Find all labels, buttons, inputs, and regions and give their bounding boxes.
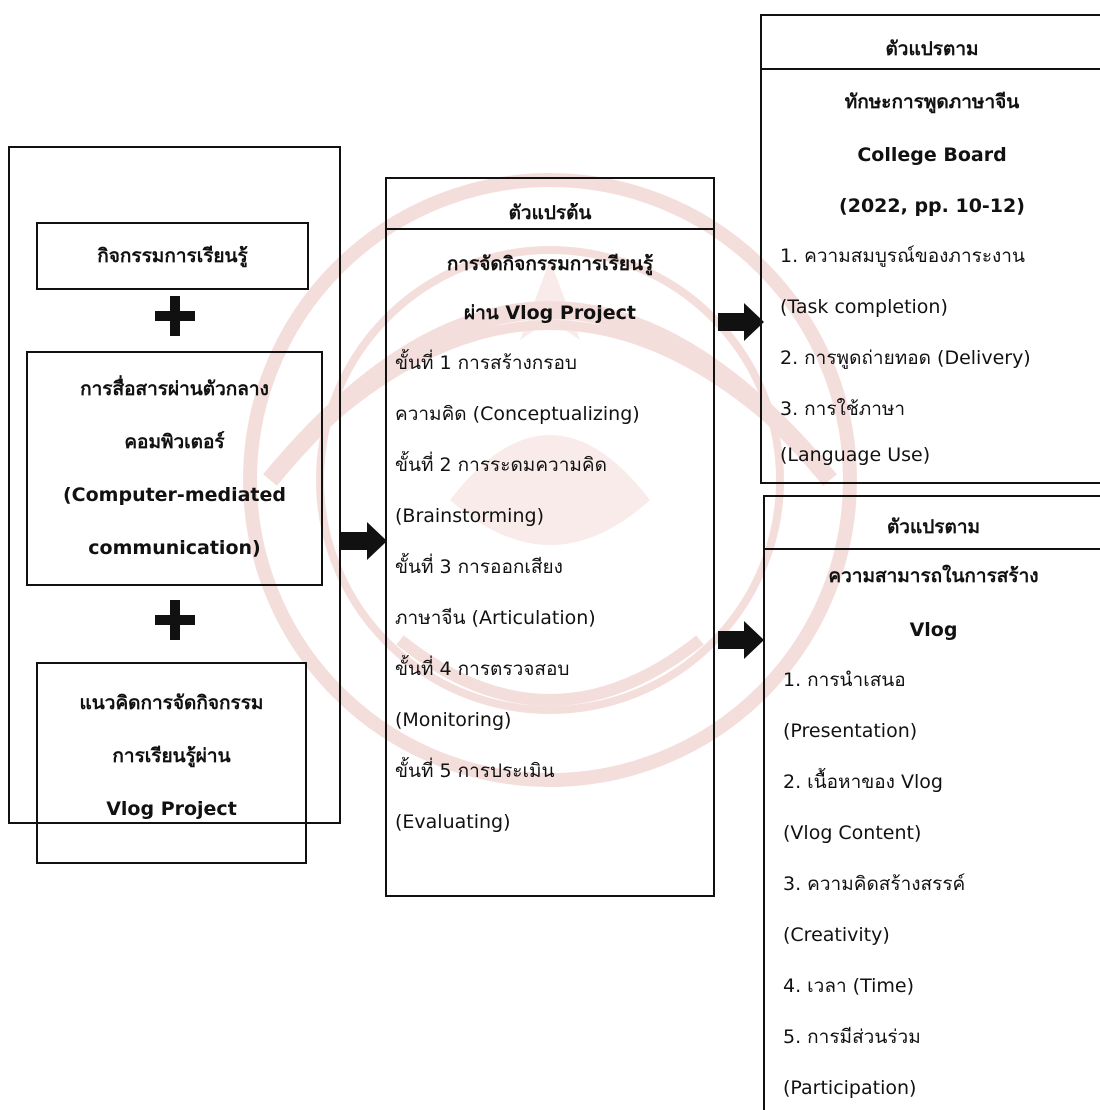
learning-step: ขั้นที่ 5 การประเมิน bbox=[395, 760, 555, 782]
independent-variable-box: ตัวแปรต้น การจัดกิจกรรมการเรียนรู้ ผ่าน … bbox=[385, 177, 715, 897]
learning-step: (Monitoring) bbox=[395, 709, 512, 731]
dependent-variable-2-divider bbox=[763, 548, 1100, 550]
dependent-variable-1-header: ตัวแปรตาม bbox=[885, 38, 979, 60]
vlog-criterion: (Vlog Content) bbox=[783, 822, 922, 844]
cmc-box: การสื่อสารผ่านตัวกลาง คอมพิวเตอร์ (Compu… bbox=[26, 351, 323, 586]
cmc-line: การสื่อสารผ่านตัวกลาง bbox=[80, 378, 269, 400]
vlog-criterion: 4. เวลา (Time) bbox=[783, 975, 915, 997]
cmc-line: คอมพิวเตอร์ bbox=[124, 431, 225, 453]
dependent-variable-1-title: (2022, pp. 10-12) bbox=[839, 195, 1025, 217]
dependent-variable-2-title: Vlog bbox=[909, 619, 958, 641]
dependent-variable-2-header: ตัวแปรตาม bbox=[886, 516, 981, 538]
vlog-concept-box: แนวคิดการจัดกิจกรรม การเรียนรู้ผ่าน Vlog… bbox=[36, 662, 307, 864]
right-arrow-icon bbox=[718, 621, 764, 659]
learning-step: (Evaluating) bbox=[395, 811, 511, 833]
learning-step: (Brainstorming) bbox=[395, 505, 544, 527]
learning-step: ภาษาจีน (Articulation) bbox=[395, 607, 596, 629]
vlog-criterion: 3. ความคิดสร้างสรรค์ bbox=[783, 873, 966, 895]
dependent-variable-1-title: ทักษะการพูดภาษาจีน bbox=[844, 91, 1020, 113]
dependent-variable-2-box: ตัวแปรตาม ความสามารถในการสร้าง Vlog 1. ก… bbox=[763, 495, 1100, 1110]
learning-step: ความคิด (Conceptualizing) bbox=[395, 403, 640, 425]
vlog-concept-line: การเรียนรู้ผ่าน bbox=[112, 745, 231, 767]
seal-watermark bbox=[243, 173, 857, 787]
concept-outer-box bbox=[8, 146, 341, 824]
learning-activity-box: กิจกรรมการเรียนรู้ bbox=[36, 222, 309, 290]
dependent-variable-1-divider bbox=[760, 68, 1100, 70]
cmc-line: communication) bbox=[88, 537, 261, 559]
assessment-criterion: 2. การพูดถ่ายทอด (Delivery) bbox=[780, 347, 1031, 369]
dependent-variable-1-box: ตัวแปรตาม ทักษะการพูดภาษาจีน College Boa… bbox=[760, 14, 1100, 484]
cmc-line: (Computer-mediated bbox=[62, 484, 287, 506]
assessment-criterion: (Task completion) bbox=[780, 296, 948, 318]
assessment-criterion: 1. ความสมบูรณ์ของภาระงาน bbox=[780, 245, 1025, 267]
learning-activity-label: กิจกรรมการเรียนรู้ bbox=[97, 245, 248, 267]
assessment-criterion: (Language Use) bbox=[780, 444, 931, 466]
vlog-criterion: 1. การนำเสนอ bbox=[783, 669, 906, 691]
vlog-criterion: (Participation) bbox=[783, 1077, 917, 1099]
dependent-variable-1-title: College Board bbox=[857, 144, 1007, 166]
learning-step: ขั้นที่ 4 การตรวจสอบ bbox=[395, 658, 570, 680]
plus-icon bbox=[155, 600, 195, 640]
vlog-concept-line: Vlog Project bbox=[106, 798, 237, 820]
vlog-criterion: (Presentation) bbox=[783, 720, 918, 742]
vlog-criterion: (Creativity) bbox=[783, 924, 890, 946]
vlog-criterion: 2. เนื้อหาของ Vlog bbox=[783, 771, 943, 793]
assessment-criterion: 3. การใช้ภาษา bbox=[780, 398, 906, 420]
plus-icon bbox=[155, 296, 195, 336]
independent-variable-divider bbox=[385, 228, 715, 230]
independent-variable-header: ตัวแปรต้น bbox=[508, 202, 592, 224]
right-arrow-icon bbox=[341, 522, 387, 560]
independent-variable-title: ผ่าน Vlog Project bbox=[464, 302, 636, 324]
dependent-variable-2-title: ความสามารถในการสร้าง bbox=[828, 565, 1039, 587]
vlog-criterion: 5. การมีส่วนร่วม bbox=[783, 1026, 921, 1048]
independent-variable-title: การจัดกิจกรรมการเรียนรู้ bbox=[446, 253, 654, 275]
learning-step: ขั้นที่ 1 การสร้างกรอบ bbox=[395, 352, 577, 374]
vlog-concept-line: แนวคิดการจัดกิจกรรม bbox=[79, 692, 264, 714]
right-arrow-icon bbox=[718, 303, 764, 341]
learning-step: ขั้นที่ 2 การระดมความคิด bbox=[395, 454, 607, 476]
learning-step: ขั้นที่ 3 การออกเสียง bbox=[395, 556, 563, 578]
